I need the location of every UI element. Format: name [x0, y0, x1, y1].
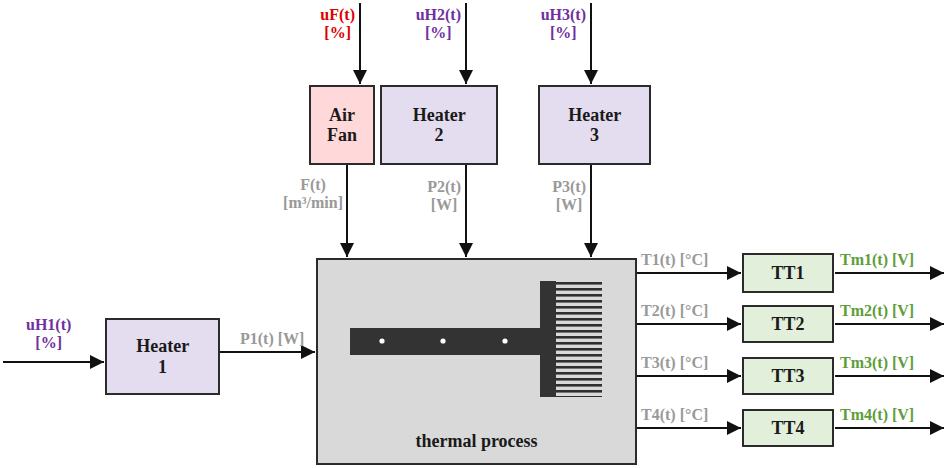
transmitter-box: TT1	[742, 253, 834, 293]
fan-box: Air Fan	[309, 85, 375, 165]
signal-name: uF(t) [%]	[320, 6, 355, 42]
metal-bar	[350, 328, 542, 355]
signal-name: uH2(t) [%]	[416, 6, 461, 42]
node-text: Air Fan	[327, 105, 357, 145]
output-wire	[835, 427, 944, 429]
transmitter-box: TT2	[742, 305, 834, 343]
signal-label: T2(t) [°C]	[641, 302, 708, 320]
heat-sink-fins	[556, 281, 602, 397]
sensor-dot	[440, 338, 445, 343]
signal-arrow	[637, 375, 741, 377]
heat-sink-spine	[540, 281, 556, 397]
node-text: Heater 2	[413, 105, 466, 145]
signal-label: P1(t) [W]	[240, 330, 304, 348]
signal-arrow	[637, 272, 741, 274]
input-wire	[590, 3, 592, 84]
signal-name: Tm2(t) [V]	[840, 302, 914, 320]
node-text: TT4	[771, 418, 804, 438]
signal-arrow	[346, 165, 348, 257]
signal-label: F(t) [m³/min]	[283, 176, 343, 212]
node-text: TT3	[771, 366, 804, 386]
process-ground	[316, 258, 637, 465]
output-wire	[835, 323, 944, 325]
node-text: TT2	[771, 314, 804, 334]
input-wire	[465, 3, 467, 84]
signal-name: uH3(t) [%]	[541, 6, 586, 42]
signal-arrow	[220, 351, 315, 353]
signal-arrow	[637, 323, 741, 325]
transmitter-box: TT3	[742, 357, 834, 395]
signal-name: Tm4(t) [V]	[840, 406, 914, 424]
heater-box: Heater 2	[380, 85, 498, 165]
signal-label: T4(t) [°C]	[641, 406, 708, 424]
node-text: Heater 3	[568, 105, 621, 145]
heater-box: Heater 3	[538, 85, 651, 165]
sensor-dot	[502, 338, 507, 343]
output-wire	[835, 272, 944, 274]
output-wire	[835, 375, 944, 377]
signal-arrow	[590, 165, 592, 257]
node-text: Heater 1	[136, 336, 189, 376]
signal-label: P2(t) [W]	[427, 178, 461, 214]
signal-arrow	[465, 165, 467, 257]
signal-name: uH1(t) [%]	[26, 316, 71, 352]
node-text: thermal process	[415, 431, 537, 451]
signal-name: Tm1(t) [V]	[840, 251, 914, 269]
process-box: thermal process	[316, 258, 637, 465]
signal-label: P3(t) [W]	[552, 178, 586, 214]
sensor-dot	[379, 338, 384, 343]
input-wire	[3, 361, 104, 363]
signal-arrow	[637, 427, 741, 429]
signal-name: Tm3(t) [V]	[840, 354, 914, 372]
node-text: TT1	[771, 263, 804, 283]
signal-label: T3(t) [°C]	[641, 354, 708, 372]
transmitter-box: TT4	[742, 409, 834, 447]
heater-box: Heater 1	[105, 318, 220, 395]
input-wire	[359, 3, 361, 84]
signal-label: T1(t) [°C]	[641, 251, 708, 269]
